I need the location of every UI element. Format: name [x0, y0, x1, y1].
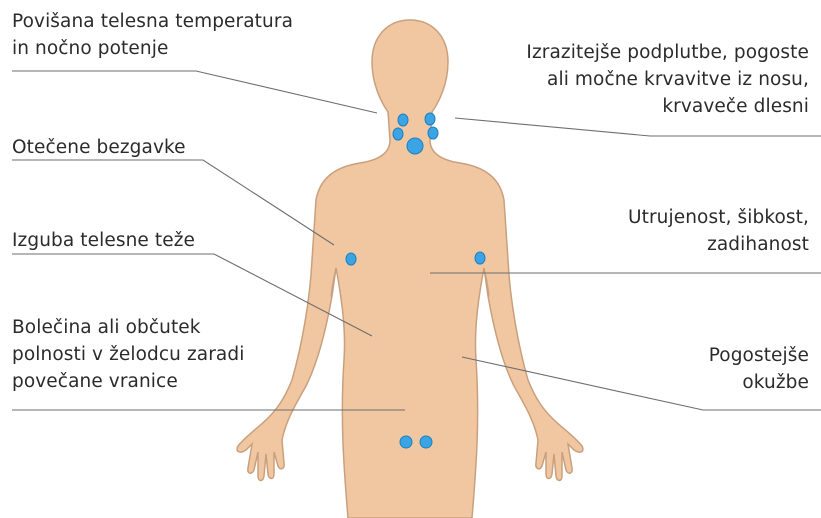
lymph-node-neck [393, 128, 403, 140]
label-spleen-pain: Bolečina ali občutek polnosti v želodcu … [12, 314, 244, 395]
leader-line-fever [12, 71, 377, 113]
label-line: Otečene bezgavke [12, 134, 186, 161]
label-frequent-infections: Pogostejše okužbe [709, 342, 809, 396]
label-line: Povišana telesna temperatura [12, 8, 293, 35]
label-line: in nočno potenje [12, 35, 293, 62]
label-line: ali močne krvavitve iz nosu, [526, 66, 809, 93]
lymph-node-neck [398, 114, 408, 126]
lymph-node-neck [425, 113, 435, 125]
lymph-node-groin [420, 436, 432, 448]
lymph-node-neck [407, 138, 423, 154]
label-weight-loss: Izguba telesne teže [12, 227, 195, 254]
label-bruising-bleeding: Izrazitejše podplutbe, pogoste ali močne… [526, 39, 809, 120]
leader-line-bleeding [455, 118, 821, 136]
lymph-node-armpit [475, 252, 485, 264]
label-line: polnosti v želodcu zaradi [12, 341, 244, 368]
label-line: okužbe [709, 369, 809, 396]
label-fatigue: Utrujenost, šibkost, zadihanost [628, 204, 809, 258]
label-line: zadihanost [628, 231, 809, 258]
label-line: Bolečina ali občutek [12, 314, 244, 341]
label-line: Pogostejše [709, 342, 809, 369]
label-line: Izrazitejše podplutbe, pogoste [526, 39, 809, 66]
lymph-node-armpit [346, 253, 356, 265]
label-line: Izguba telesne teže [12, 227, 195, 254]
label-line: Utrujenost, šibkost, [628, 204, 809, 231]
lymph-node-neck [428, 127, 438, 139]
label-line: povečane vranice [12, 368, 244, 395]
label-line: krvaveče dlesni [526, 93, 809, 120]
label-swollen-lymph-nodes: Otečene bezgavke [12, 134, 186, 161]
lymph-node-groin [400, 436, 412, 448]
label-fever-night-sweats: Povišana telesna temperatura in nočno po… [12, 8, 293, 62]
